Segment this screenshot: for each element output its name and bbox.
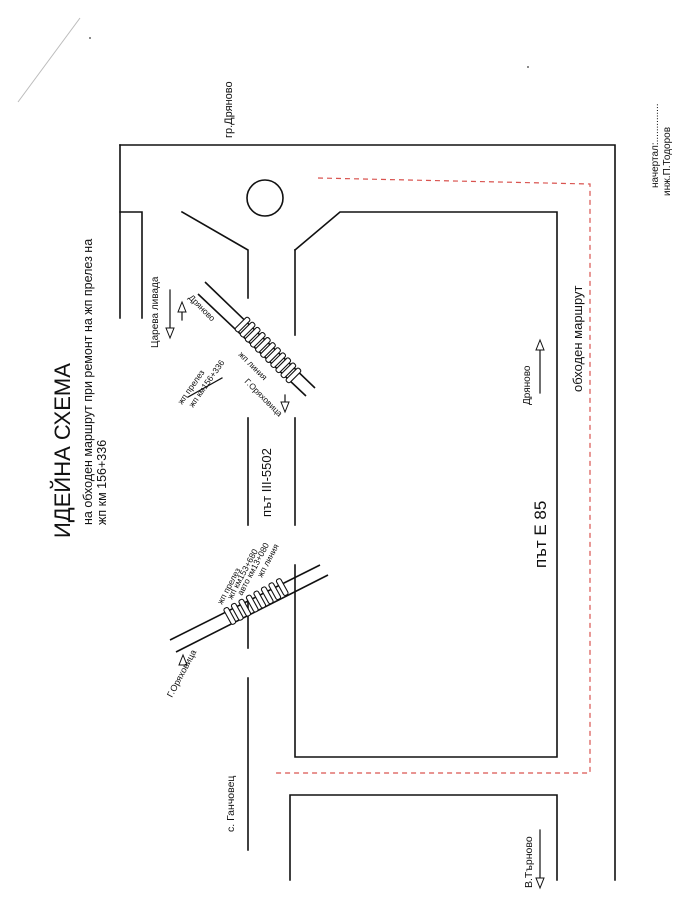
label-engineer: инж.П.Тодоров xyxy=(662,127,673,196)
railway-sleeper xyxy=(234,316,251,333)
label-road-iii5502: път III-5502 xyxy=(259,448,274,517)
railway-sleeper xyxy=(245,594,259,613)
arrow-dryanovo-small xyxy=(177,300,187,321)
railway-sleeper xyxy=(270,352,287,369)
outer-road-edge xyxy=(119,144,616,881)
scheme-subtitle-line2: жп км 156+336 xyxy=(95,440,109,525)
label-tsareva-livada: Царева ливада xyxy=(150,276,161,348)
railway-sleeper xyxy=(280,362,297,379)
scan-dot xyxy=(527,66,529,68)
label-detour-route: обходен маршрут xyxy=(570,285,585,392)
railway-sleeper xyxy=(268,582,282,601)
label-dir-v-tarnovo: В.Търново xyxy=(523,836,535,888)
detour-route xyxy=(275,177,591,774)
railway-crossing-1 xyxy=(197,281,316,397)
railway-sleeper xyxy=(244,326,261,343)
arrow-dryanovo-main xyxy=(535,338,545,394)
label-dir-dryanovo-main: Дряново xyxy=(522,365,533,405)
arrow-tsareva-livada xyxy=(165,289,175,340)
label-ganchovets: с. Ганчовец xyxy=(225,776,237,832)
e85-block xyxy=(293,211,558,758)
scheme-subtitle-line1: на обходен маршрут при ремонт на жп прел… xyxy=(81,239,95,525)
road-left-edge-upper xyxy=(119,211,143,319)
railway-sleeper xyxy=(223,607,237,625)
railway-sleeper xyxy=(285,367,302,384)
railway-sleeper xyxy=(265,347,281,363)
crossing-1-leader xyxy=(187,377,223,398)
arrow-gorna-oryahovitsa-2 xyxy=(178,653,188,666)
railway-sleeper xyxy=(253,590,267,609)
arrow-v-tarnovo xyxy=(535,829,545,890)
scheme-title: ИДЕЙНА СХЕМА xyxy=(50,363,75,538)
railway-sleeper xyxy=(275,357,292,374)
railway-sleeper xyxy=(260,342,276,358)
road-iii5502-left-edge xyxy=(180,210,249,299)
railway-sleeper xyxy=(255,337,271,353)
railway-sleeper xyxy=(238,598,252,617)
label-town-dryanovo: гр.Дряново xyxy=(223,81,235,138)
railway-sleeper xyxy=(260,586,274,605)
scan-dot xyxy=(89,37,91,39)
railway-sleeper xyxy=(275,578,289,596)
scan-streak xyxy=(17,17,81,103)
label-drawn-by: начертал:.............. xyxy=(650,103,661,188)
arrow-gorna-oryahovitsa-1 xyxy=(280,394,290,414)
label-road-e85: път Е 85 xyxy=(531,501,550,568)
roundabout xyxy=(246,179,284,217)
railway-crossing-2 xyxy=(169,564,329,653)
bottom-block xyxy=(289,794,558,881)
railway-sleeper xyxy=(249,331,266,348)
label-dir-gorna-oryahovitsa-1: Г.Оряховица xyxy=(243,376,285,418)
railway-sleeper xyxy=(230,602,244,621)
railway-sleeper xyxy=(239,321,256,338)
label-dir-gorna-oryahovitsa-2: Г.Оряховица xyxy=(165,648,198,699)
